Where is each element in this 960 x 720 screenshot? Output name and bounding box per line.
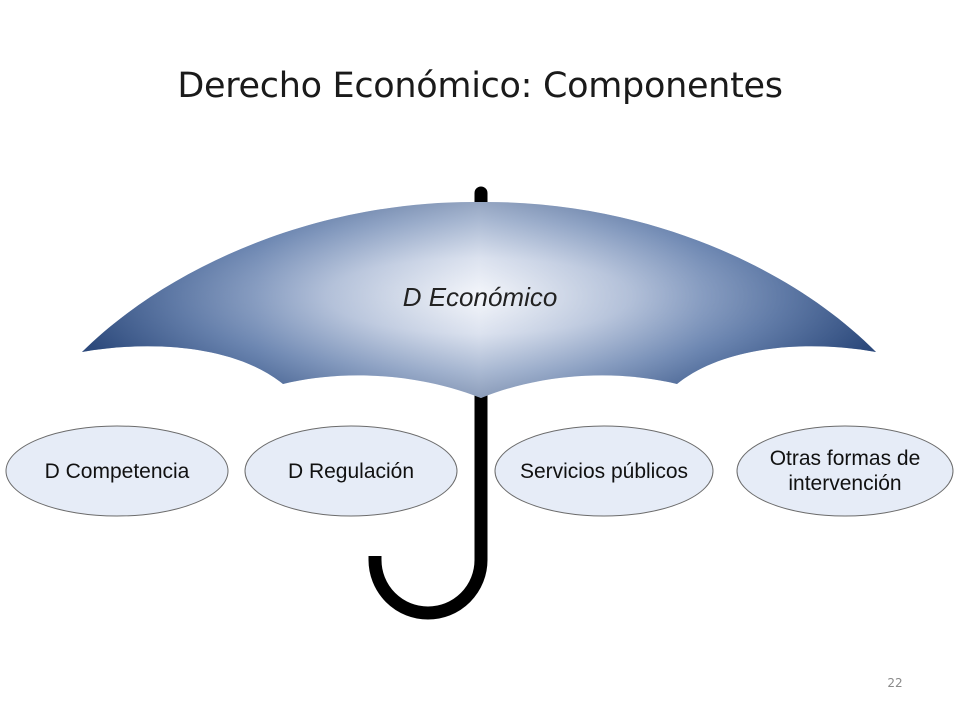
component-otras: Otras formas de intervención <box>745 426 945 516</box>
component-regulacion: D Regulación <box>245 426 457 516</box>
component-label: Servicios públicos <box>519 459 689 483</box>
component-ellipse-competencia <box>5 425 229 517</box>
component-servicios: Servicios públicos <box>495 426 713 516</box>
component-label: D Competencia <box>44 459 190 483</box>
page-number: 22 <box>887 676 903 690</box>
umbrella-label: D Económico <box>402 282 558 312</box>
component-label: Otras formas de intervención <box>769 447 921 495</box>
umbrella-handle <box>368 385 488 620</box>
component-ellipse-servicios <box>494 425 714 517</box>
slide-title: Derecho Económico: Componentes <box>177 66 783 106</box>
component-competencia: D Competencia <box>6 426 228 516</box>
component-ellipse-otras <box>736 425 954 517</box>
component-label: D Regulación <box>287 459 415 483</box>
component-ellipse-regulacion <box>244 425 458 517</box>
